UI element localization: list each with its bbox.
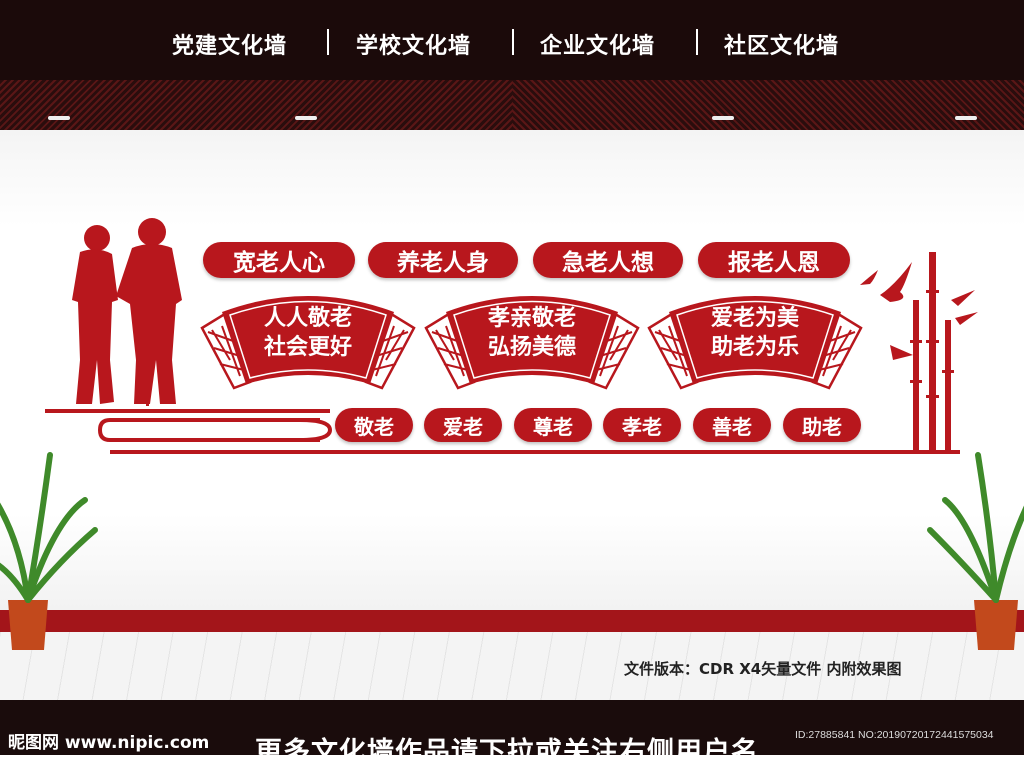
small-slogan-pill: 尊老 xyxy=(514,408,592,442)
slogan-pill: 宽老人心 xyxy=(203,242,355,278)
ceiling xyxy=(0,80,1024,130)
file-version-note: 文件版本：CDR X4矢量文件 内附效果图 xyxy=(624,660,902,678)
nav-separator xyxy=(696,29,698,55)
ceiling-light xyxy=(955,116,977,120)
fan-line-2: 助老为乐 xyxy=(710,335,799,360)
wall-decoration xyxy=(0,218,1024,650)
baseboard xyxy=(0,610,1024,632)
nav-item-enterprise[interactable]: 企业文化墙 xyxy=(540,34,656,59)
nav-item-community[interactable]: 社区文化墙 xyxy=(724,34,840,59)
birds xyxy=(860,262,912,302)
fan-panel: 孝亲敬老弘扬美德 xyxy=(424,290,640,390)
slogan-pill: 报老人恩 xyxy=(698,242,850,278)
nav-separator xyxy=(512,29,514,55)
fan-panel: 人人敬老社会更好 xyxy=(200,290,416,390)
ceiling-light xyxy=(48,116,70,120)
small-slogan-pill: 孝老 xyxy=(603,408,681,442)
bamboo xyxy=(890,252,978,450)
floor xyxy=(0,632,1024,700)
footer-bar xyxy=(0,700,1024,755)
promo-text: 更多文化墙作品请下拉或关注右侧用户名 xyxy=(255,737,759,768)
fan-panel: 爱老为美助老为乐 xyxy=(647,290,863,390)
small-slogan-pill: 爱老 xyxy=(424,408,502,442)
fan-line-1: 爱老为美 xyxy=(710,306,799,331)
potted-plant-left xyxy=(0,452,98,650)
slogan-pill: 养老人身 xyxy=(368,242,518,278)
fan-line-1: 人人敬老 xyxy=(263,306,352,331)
image-id: ID:27885841 NO:20190720172441575034 xyxy=(795,729,994,741)
small-slogan-pill: 善老 xyxy=(693,408,771,442)
potted-plant-right xyxy=(927,452,1024,650)
elderly-couple-silhouette xyxy=(72,218,182,406)
ribbon-lines xyxy=(45,409,960,454)
ceiling-light xyxy=(712,116,734,120)
ceiling-light xyxy=(295,116,317,120)
slogan-pill: 急老人想 xyxy=(533,242,683,278)
fan-line-2: 弘扬美德 xyxy=(487,335,576,360)
fan-line-1: 孝亲敬老 xyxy=(487,306,576,331)
nav-separator xyxy=(327,29,329,55)
fan-line-2: 社会更好 xyxy=(263,335,352,360)
small-slogan-pill: 敬老 xyxy=(335,408,413,442)
site-logo[interactable]: 昵图网 www.nipic.com xyxy=(8,733,210,753)
nav-item-party[interactable]: 党建文化墙 xyxy=(172,34,288,59)
nav-item-school[interactable]: 学校文化墙 xyxy=(356,34,472,59)
small-slogan-pill: 助老 xyxy=(783,408,861,442)
